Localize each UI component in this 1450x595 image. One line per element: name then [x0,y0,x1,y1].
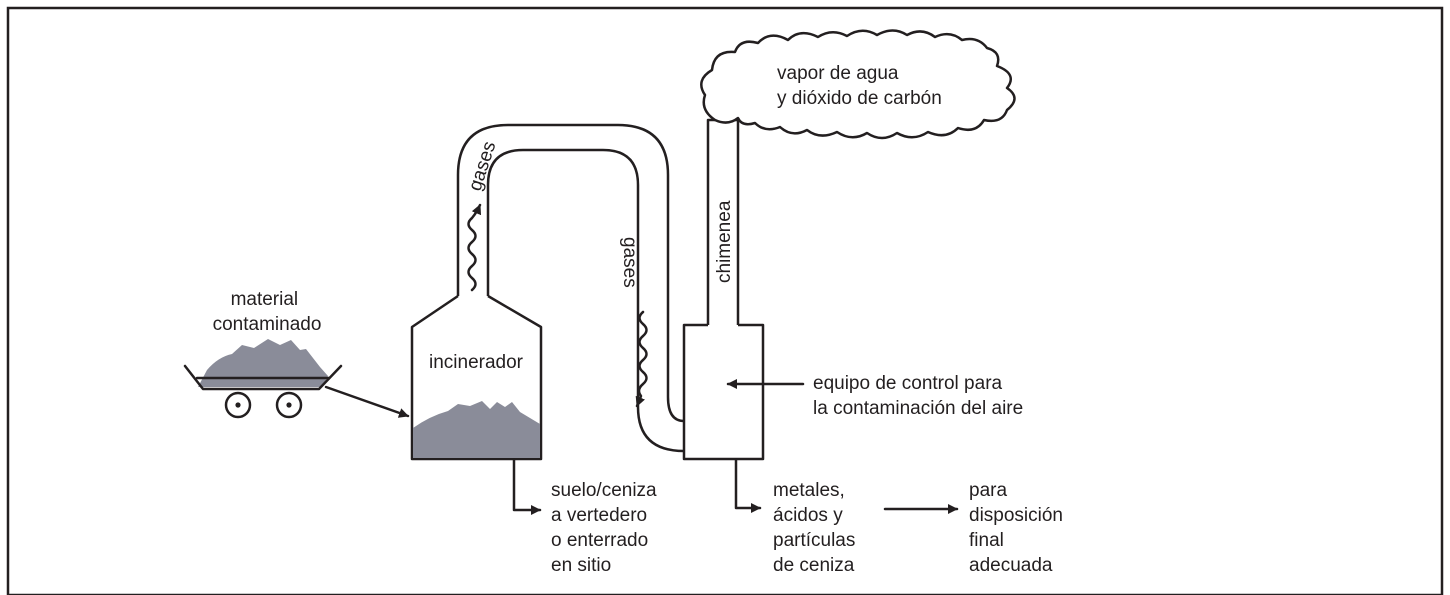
residue-output-arrow [734,458,762,513]
ash-output-label: suelo/ceniza a vertedero o enterrado en … [551,480,662,576]
material-label: material contaminado [213,289,322,335]
material-cart [183,339,343,419]
chimney-label: chimenea [714,200,735,283]
incinerator-label: incinerador [429,352,524,373]
disposal-label: para disposición final adecuada [969,480,1068,576]
descending-gases-label: gases [619,237,640,288]
cloud-label: vapor de agua y dióxido de carbón [777,63,942,109]
control-equipment-label: equipo de control para la contaminación … [813,373,1023,419]
rising-gases-label: gases [465,139,501,194]
contaminated-material-pile [198,339,328,387]
air-pollution-control-equipment [682,323,765,461]
descending-gas-arrow [635,310,648,408]
diagram-frame [6,6,1444,595]
emission-cloud [700,29,1016,140]
rising-gas-arrow [467,203,482,292]
cart-to-incinerator-arrow [324,385,410,418]
ash-output-arrow [512,458,542,515]
gas-duct [456,123,686,453]
residue-output-label: metales, ácidos y partículas de ceniza [773,480,861,576]
incinerator-ash-pile [413,401,540,458]
